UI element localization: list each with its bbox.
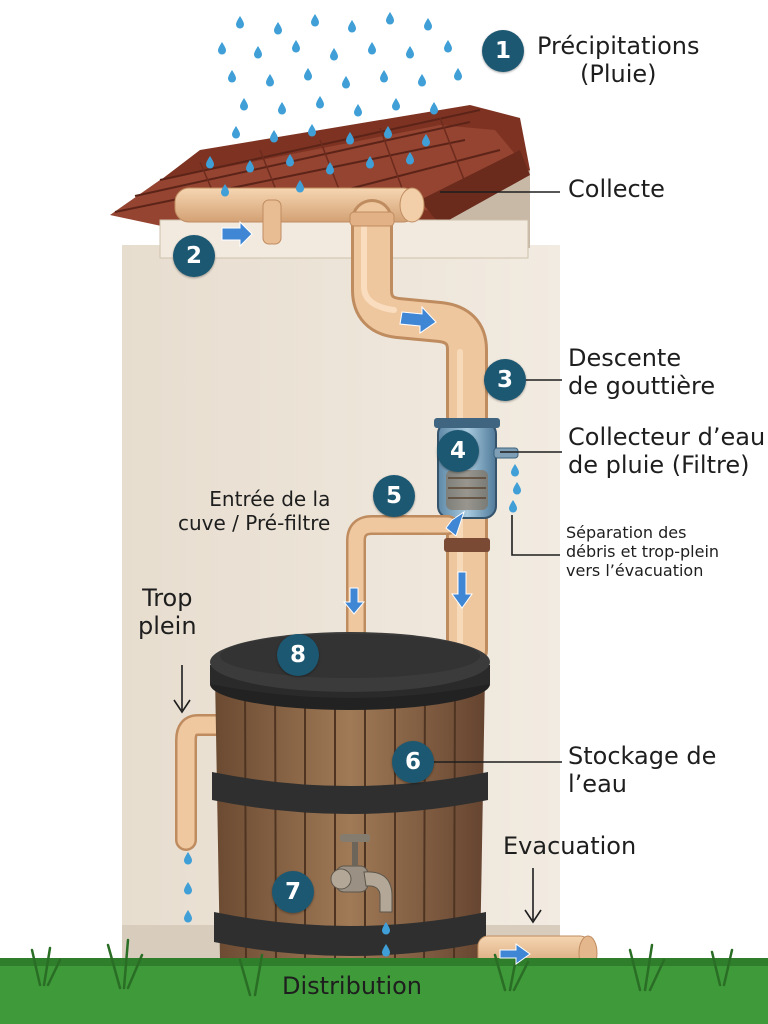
label-distribution: Distribution (282, 972, 423, 1000)
gutter-joint (262, 199, 282, 245)
step-badge-2: 2 (173, 235, 215, 277)
downspout-collar (349, 211, 395, 227)
step-badge-8: 8 (277, 634, 319, 676)
label-filter-note: Séparation des débris et trop-plein vers… (566, 523, 720, 580)
step-badge-3: 3 (484, 359, 526, 401)
step-badge-7: 7 (272, 871, 314, 913)
faucet (330, 834, 393, 913)
label-precipitations: Précipitations (Pluie) (537, 32, 700, 89)
inlet-pipe (346, 515, 458, 650)
label-collecteur: Collecteur d’eau de pluie (Filtre) (568, 423, 766, 480)
barrel-lid (210, 632, 490, 710)
step-badge-4: 4 (437, 430, 479, 472)
fascia (159, 219, 529, 259)
flow-arrows (221, 220, 531, 965)
label-trop-plein: Trop plein (138, 584, 197, 641)
overflow-pipe (175, 714, 251, 851)
ground-shade (0, 958, 768, 966)
downspout-collar-lower (444, 538, 490, 552)
label-descente: Descente de gouttière (568, 344, 716, 401)
label-collecte: Collecte (568, 175, 665, 203)
label-stockage: Stockage de l’eau (568, 742, 717, 799)
label-evacuation: Evacuation (503, 832, 637, 860)
water-barrel (212, 675, 488, 977)
step-badge-1: 1 (482, 30, 524, 72)
step-badge-5: 5 (373, 475, 415, 517)
gutter-end-cap (399, 187, 425, 223)
label-entree-cuve: Entrée de la cuve / Pré-filtre (178, 487, 331, 535)
step-badge-6: 6 (392, 741, 434, 783)
